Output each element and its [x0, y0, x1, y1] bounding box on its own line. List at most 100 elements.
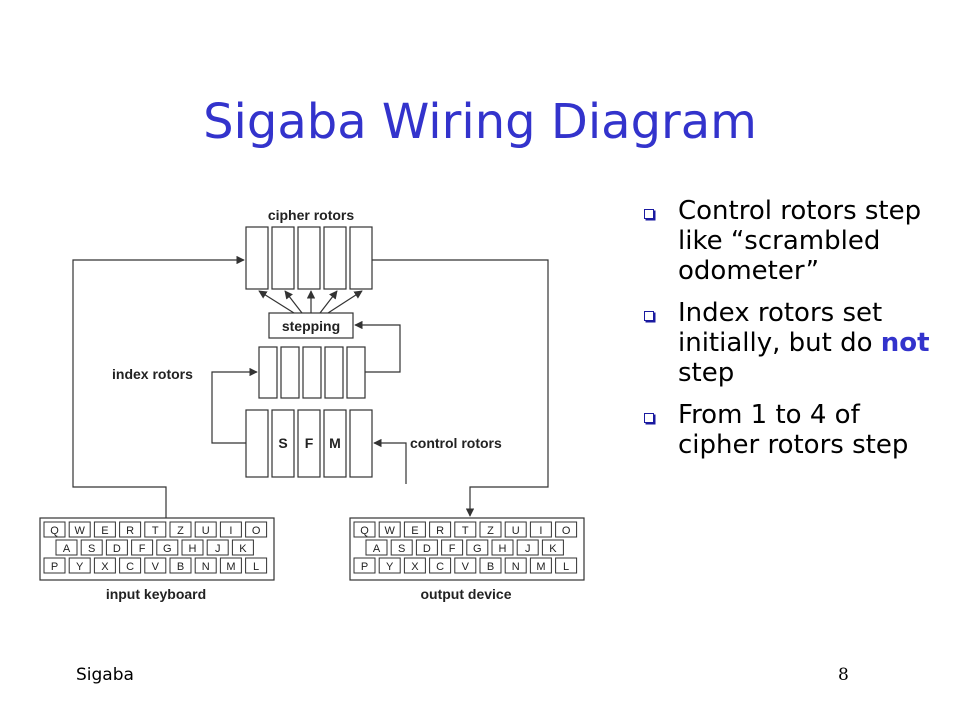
cipher-rotor — [323, 226, 347, 290]
cipher-to-output-wire — [372, 259, 549, 517]
key-label: L — [563, 561, 569, 573]
key-label: K — [239, 543, 247, 555]
footer-label: Sigaba — [76, 665, 134, 685]
key-label: M — [536, 561, 545, 573]
key — [119, 521, 142, 538]
key — [169, 521, 192, 538]
key-label: Z — [487, 525, 494, 537]
cipher-rotors-label: cipher rotors — [268, 207, 355, 223]
key-label: A — [373, 543, 381, 555]
control-rotor-letter-f: F — [305, 435, 314, 451]
control-rotor-letter-m: M — [329, 435, 341, 451]
key — [353, 521, 376, 538]
key — [144, 557, 167, 574]
key-label: Q — [360, 525, 369, 537]
control-rotor-letter-s: S — [278, 435, 287, 451]
control-rotor — [245, 409, 269, 478]
key — [529, 557, 552, 574]
key — [55, 539, 78, 556]
key — [555, 521, 578, 538]
cipher-rotors — [245, 226, 373, 290]
key — [378, 521, 401, 538]
key — [43, 557, 66, 574]
bullet-item: Control rotors step like “scrambled odom… — [640, 196, 940, 286]
key-label: X — [411, 561, 419, 573]
key-label: C — [126, 561, 134, 573]
cipher-rotor — [245, 226, 269, 290]
key — [479, 521, 502, 538]
key-label: H — [499, 543, 507, 555]
key-label: Y — [386, 561, 394, 573]
key — [541, 539, 564, 556]
bullet-text: From 1 to 4 of cipher rotors step — [678, 400, 909, 460]
key-label: T — [462, 525, 469, 537]
key — [429, 521, 452, 538]
key — [169, 557, 192, 574]
control-rotor — [271, 409, 295, 478]
input-keyboard-label: input keyboard — [106, 586, 206, 602]
key-label: X — [101, 561, 109, 573]
key-label: U — [202, 525, 210, 537]
stepping-arrow — [327, 290, 363, 314]
key — [245, 557, 268, 574]
slide-title: Sigaba Wiring Diagram — [203, 94, 757, 150]
stepping-arrow — [284, 290, 303, 314]
key — [219, 557, 242, 574]
bullet-text: step — [678, 358, 735, 388]
key — [206, 539, 229, 556]
key-label: B — [177, 561, 184, 573]
key-label: W — [385, 525, 396, 537]
key — [194, 521, 217, 538]
key-label: T — [152, 525, 159, 537]
key-label: V — [462, 561, 470, 573]
key-label: N — [202, 561, 210, 573]
key-label: K — [549, 543, 557, 555]
key — [516, 539, 539, 556]
key — [156, 539, 179, 556]
key-label: V — [152, 561, 160, 573]
cipher-rotor — [271, 226, 295, 290]
key-label: G — [473, 543, 482, 555]
key-label: J — [215, 543, 221, 555]
key-label: M — [226, 561, 235, 573]
key-label: I — [539, 525, 542, 537]
key — [80, 539, 103, 556]
bullet-list: Control rotors step like “scrambled odom… — [640, 196, 940, 472]
control-rotor — [323, 409, 347, 478]
key — [93, 557, 116, 574]
control-rotor — [297, 409, 321, 478]
key — [219, 521, 242, 538]
key — [378, 557, 401, 574]
key — [353, 557, 376, 574]
square-bullet-icon — [644, 413, 654, 423]
key-label: O — [252, 525, 261, 537]
key-label: E — [101, 525, 108, 537]
cipher-rotor — [297, 226, 321, 290]
key — [181, 539, 204, 556]
key-label: N — [512, 561, 520, 573]
key — [390, 539, 413, 556]
key-label: P — [51, 561, 58, 573]
key — [68, 557, 91, 574]
emphasis-text: not — [880, 328, 930, 358]
stepping-label: stepping — [282, 318, 340, 334]
key — [231, 539, 254, 556]
key-label: P — [361, 561, 368, 573]
key — [93, 521, 116, 538]
key-label: W — [75, 525, 86, 537]
key — [441, 539, 464, 556]
key — [479, 557, 502, 574]
key — [466, 539, 489, 556]
key — [131, 539, 154, 556]
key — [403, 521, 426, 538]
key — [68, 521, 91, 538]
control-to-index-wire — [211, 367, 258, 444]
key-label: L — [253, 561, 259, 573]
wiring — [72, 255, 549, 518]
key-label: E — [411, 525, 418, 537]
bullet-text: Control rotors step like “scrambled odom… — [678, 196, 922, 286]
stepping-arrow — [319, 290, 338, 314]
index-rotor — [258, 346, 278, 399]
square-bullet-icon — [644, 311, 654, 321]
